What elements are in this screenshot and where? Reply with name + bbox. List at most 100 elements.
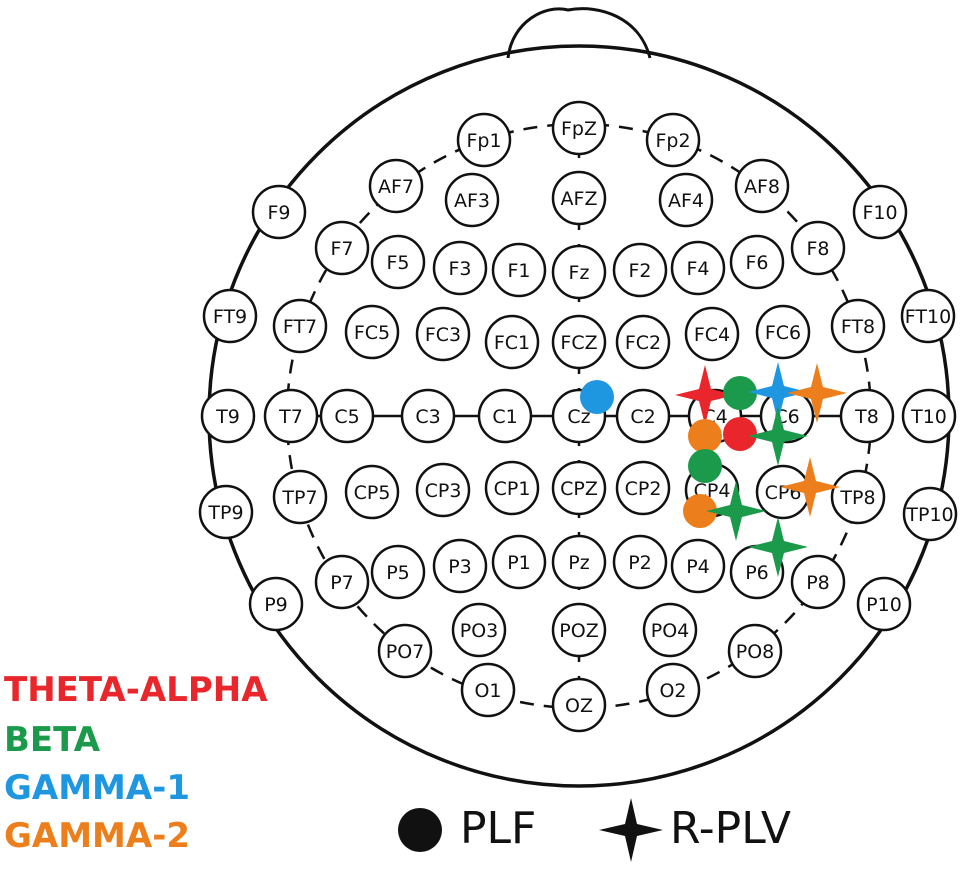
electrode-oz: OZ (551, 677, 607, 733)
electrode-cp5: CP5 (344, 464, 400, 520)
electrode-p2: P2 (612, 534, 668, 590)
rplv-label: R-PLV (670, 803, 791, 854)
electrode-label: C1 (492, 406, 517, 428)
electrode-label: F1 (507, 260, 530, 282)
electrode-label: CPZ (560, 478, 598, 500)
electrode-t9: T9 (200, 388, 256, 444)
electrode-label: CP1 (494, 478, 531, 500)
rplv-marker-beta (748, 406, 808, 466)
electrode-p7: P7 (314, 554, 370, 610)
electrode-f3: F3 (432, 240, 488, 296)
electrode-label: C5 (334, 406, 359, 428)
electrode-label: TP8 (839, 487, 875, 509)
rplv-marker-gamma1 (748, 362, 808, 422)
electrode-label: O2 (659, 680, 686, 702)
electrode-afz: AFZ (551, 170, 607, 226)
plf-marker-gamma2 (683, 494, 717, 528)
nose (506, 7, 652, 59)
electrode-f8: F8 (790, 220, 846, 276)
electrode-fc6: FC6 (755, 304, 811, 360)
electrode-f5: F5 (370, 234, 426, 290)
electrode-cpz: CPZ (551, 460, 607, 516)
electrode-c2: C2 (615, 388, 671, 444)
legend-beta: BETA (4, 720, 101, 760)
rplv-star-icon (599, 798, 663, 862)
electrode-label: T9 (215, 406, 240, 428)
electrode-label: FT9 (213, 306, 247, 328)
electrode-tp8: TP8 (830, 469, 886, 525)
electrode-fc5: FC5 (344, 304, 400, 360)
electrode-label: F4 (686, 258, 709, 280)
electrode-fc1: FC1 (484, 314, 540, 370)
electrode-label: T7 (278, 406, 303, 428)
electrode-ft10: FT10 (900, 288, 956, 344)
electrode-label: FT10 (905, 306, 951, 328)
plf-marker-gamma1 (580, 380, 614, 414)
electrode-label: AF8 (744, 176, 780, 198)
electrode-label: FC3 (425, 324, 461, 346)
electrode-label: FC5 (354, 322, 390, 344)
electrode-label: P9 (264, 594, 288, 616)
electrode-c1: C1 (477, 388, 533, 444)
electrode-po3: PO3 (451, 602, 507, 658)
electrode-label: T10 (910, 406, 947, 428)
electrode-label: P1 (507, 552, 531, 574)
electrode-label: Pz (568, 552, 589, 574)
electrode-label: FC1 (494, 332, 530, 354)
electrode-label: P4 (686, 556, 710, 578)
electrode-label: FC6 (765, 322, 801, 344)
electrode-label: F6 (745, 252, 768, 274)
electrode-fp1: Fp1 (456, 112, 512, 168)
electrode-label: POZ (559, 620, 598, 642)
electrode-af7: AF7 (368, 158, 424, 214)
electrode-fc2: FC2 (615, 314, 671, 370)
electrode-f6: F6 (729, 234, 785, 290)
plf-marker-beta (723, 376, 757, 410)
electrode-fcz: FCZ (551, 314, 607, 370)
electrode-label: CP3 (425, 480, 462, 502)
electrode-f10: F10 (852, 184, 908, 240)
electrode-f7: F7 (314, 220, 370, 276)
electrode-label: PO4 (651, 620, 690, 642)
electrode-p1: P1 (491, 534, 547, 590)
plf-marker-beta (688, 449, 722, 483)
plf-marker-theta-alpha (723, 417, 757, 451)
electrode-label: PO3 (460, 620, 499, 642)
electrode-label: F3 (448, 258, 471, 280)
electrode-label: TP9 (207, 502, 243, 524)
electrode-label: P6 (745, 562, 769, 584)
electrode-ft8: FT8 (830, 298, 886, 354)
electrode-label: F9 (267, 202, 290, 224)
electrode-fc4: FC4 (684, 306, 740, 362)
electrode-f2: F2 (612, 242, 668, 298)
electrode-f4: F4 (670, 240, 726, 296)
electrode-label: TP10 (905, 504, 953, 526)
electrode-p4: P4 (670, 538, 726, 594)
legend-gamma1: GAMMA-1 (4, 768, 190, 808)
electrode-o2: O2 (645, 662, 701, 718)
electrode-tp9: TP9 (198, 484, 254, 540)
electrode-label: AF7 (378, 176, 414, 198)
plf-circle-icon (398, 808, 442, 852)
electrode-f1: F1 (491, 242, 547, 298)
electrode-po4: PO4 (642, 602, 698, 658)
electrode-label: Fp2 (655, 130, 690, 152)
electrode-cp2: CP2 (615, 460, 671, 516)
electrode-fc3: FC3 (415, 306, 471, 362)
electrode-label: FpZ (561, 118, 597, 140)
electrode-c3: C3 (400, 388, 456, 444)
legend-gamma2: GAMMA-2 (4, 816, 190, 856)
electrode-label: FC2 (625, 332, 661, 354)
electrode-label: F8 (806, 238, 829, 260)
electrode-fp2: Fp2 (645, 112, 701, 168)
electrode-cp3: CP3 (415, 462, 471, 518)
electrode-label: CP5 (354, 482, 391, 504)
electrode-label: PO7 (386, 641, 425, 663)
electrode-label: AFZ (561, 188, 598, 210)
electrode-ft9: FT9 (202, 288, 258, 344)
electrode-label: T8 (854, 406, 879, 428)
electrode-label: F2 (628, 260, 651, 282)
electrode-t7: T7 (263, 388, 319, 444)
electrode-label: C3 (415, 406, 440, 428)
electrode-label: F7 (330, 238, 353, 260)
